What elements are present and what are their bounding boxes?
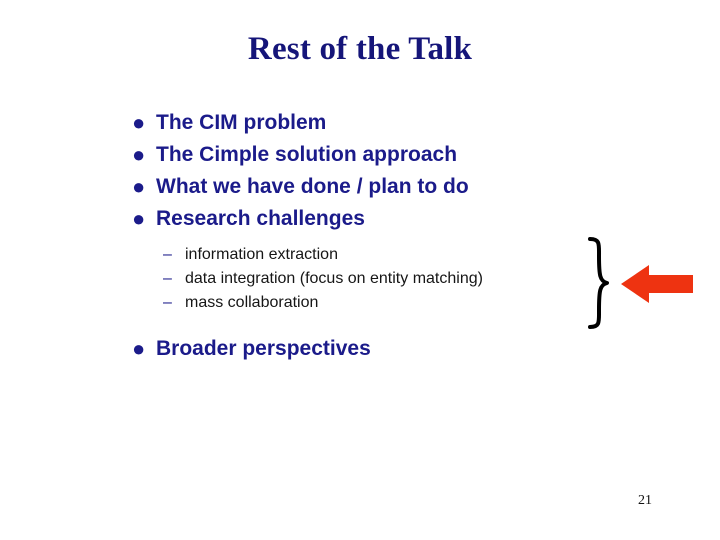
bullet-dot-icon: ●	[132, 110, 146, 135]
list-item[interactable]: ● The Cimple solution approach	[132, 140, 652, 172]
bullet-dash-icon: –	[163, 246, 172, 263]
page-title: Rest of the Talk	[247, 31, 473, 67]
left-arrow-icon	[621, 265, 693, 303]
list-item[interactable]: – information extraction	[163, 244, 593, 268]
list-item-label: Broader perspectives	[156, 337, 371, 360]
closing-bullet-list: ● Broader perspectives	[132, 334, 552, 366]
main-bullet-list: ● The CIM problem ● The Cimple solution …	[132, 108, 652, 236]
sub-bullet-list: – information extraction – data integrat…	[163, 244, 593, 316]
list-item-label: The CIM problem	[156, 111, 327, 134]
bullet-dot-icon: ●	[132, 174, 146, 199]
bullet-dash-icon: –	[163, 294, 172, 311]
bullet-dot-icon: ●	[132, 336, 146, 361]
list-item[interactable]: ● What we have done / plan to do	[132, 172, 652, 204]
list-item[interactable]: ● The CIM problem	[132, 108, 652, 140]
bullet-dot-icon: ●	[132, 206, 146, 231]
list-item[interactable]: – mass collaboration	[163, 292, 593, 316]
list-item-label: data integration (focus on entity matchi…	[185, 270, 483, 287]
list-item-label: The Cimple solution approach	[156, 143, 458, 166]
list-item[interactable]: – data integration (focus on entity matc…	[163, 268, 593, 292]
list-item[interactable]: ● Broader perspectives	[132, 334, 552, 366]
list-item-label: Research challenges	[156, 207, 365, 230]
list-item-label: What we have done / plan to do	[156, 175, 469, 198]
page-number: 21	[638, 493, 652, 508]
list-item-label: information extraction	[185, 246, 338, 263]
list-item-label: mass collaboration	[185, 294, 319, 311]
bullet-dot-icon: ●	[132, 142, 146, 167]
right-curly-brace-icon	[588, 237, 609, 329]
bullet-dash-icon: –	[163, 270, 172, 287]
list-item[interactable]: ● Research challenges	[132, 204, 652, 236]
